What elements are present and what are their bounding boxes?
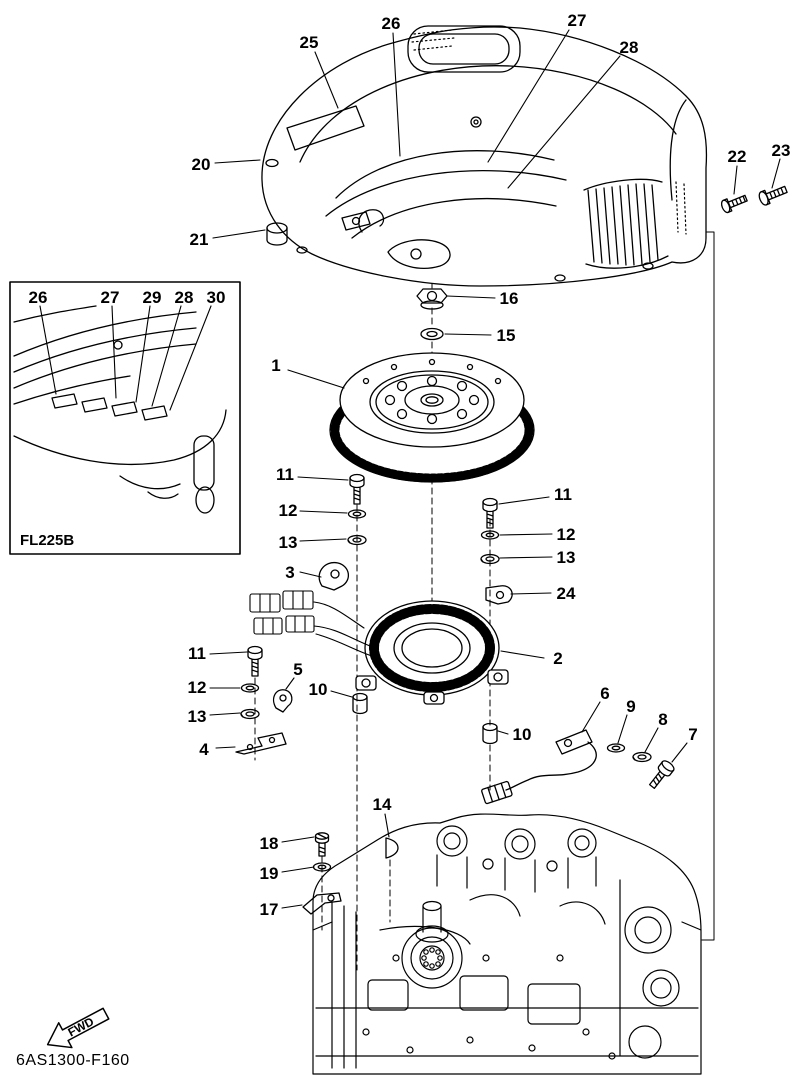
callout-12-midright: 12 <box>557 525 576 544</box>
callout-23: 23 <box>772 141 791 160</box>
callout-14: 14 <box>373 795 392 814</box>
bolt-7 <box>645 758 677 792</box>
stator-connectors <box>249 590 373 657</box>
callout-11-midright: 11 <box>554 485 572 504</box>
callout-6: 6 <box>600 684 609 703</box>
callout-27-top: 27 <box>568 11 587 30</box>
cover-handle-recess <box>407 25 521 73</box>
callout-5: 5 <box>293 660 302 679</box>
collar-10-left <box>352 692 368 715</box>
callout-28-top: 28 <box>620 38 639 57</box>
bracket-4 <box>235 732 287 755</box>
nut-16 <box>416 288 448 310</box>
callout-9: 9 <box>626 697 635 716</box>
collar-10-right <box>482 722 498 745</box>
callout-1: 1 <box>271 356 280 375</box>
fwd-arrow: FWD <box>46 1007 110 1049</box>
cover-vents <box>583 178 669 269</box>
callout-17: 17 <box>260 900 279 919</box>
clamp-24 <box>485 585 513 605</box>
callout-12-lower: 12 <box>188 678 207 697</box>
cover-latch <box>387 239 451 269</box>
leader-lines <box>39 29 781 909</box>
callout-18: 18 <box>260 834 279 853</box>
callout-28-inset: 28 <box>175 288 194 307</box>
bolt-11-right <box>482 497 498 529</box>
callout-labels: 25 26 27 28 20 22 23 21 16 15 1 26 27 29… <box>16 11 790 1069</box>
callout-15: 15 <box>497 326 516 345</box>
callout-7: 7 <box>688 725 697 744</box>
flywheel-rotor <box>329 352 535 483</box>
bolt-11-left <box>349 473 365 505</box>
clamp-3 <box>318 561 349 591</box>
cover-label-patch <box>286 105 365 151</box>
callout-20: 20 <box>192 155 211 174</box>
callout-25: 25 <box>300 33 319 52</box>
bolt-23 <box>758 185 788 206</box>
callout-13-midright: 13 <box>557 548 576 567</box>
figure-code: 6AS1300-F160 <box>16 1052 130 1069</box>
bracket-line <box>701 231 715 941</box>
clamp-5 <box>272 689 293 713</box>
callout-11-midleft: 11 <box>276 465 294 484</box>
callout-11-lower: 11 <box>188 644 206 663</box>
washer-13-lower <box>240 708 260 720</box>
callout-8: 8 <box>658 710 667 729</box>
callout-12-midleft: 12 <box>279 501 298 520</box>
washer-9 <box>606 743 626 753</box>
callout-26-inset: 26 <box>29 288 48 307</box>
washer-15 <box>420 327 444 341</box>
callout-21: 21 <box>190 230 209 249</box>
inset-box <box>9 281 241 555</box>
grommet-21 <box>266 222 288 246</box>
bolt-11-lower <box>247 645 263 677</box>
assembly-axes <box>254 231 715 971</box>
callout-13-lower: 13 <box>188 707 207 726</box>
sensor-6 <box>481 729 597 805</box>
callout-16: 16 <box>500 289 519 308</box>
callout-24: 24 <box>557 584 576 603</box>
callout-22: 22 <box>728 147 747 166</box>
key-14 <box>385 837 399 859</box>
engine-cover <box>261 25 708 287</box>
callout-10-left: 10 <box>309 680 328 699</box>
callout-27-inset: 27 <box>101 288 120 307</box>
callout-3: 3 <box>285 563 294 582</box>
callout-30-inset: 30 <box>207 288 226 307</box>
callout-10-right: 10 <box>513 725 532 744</box>
callout-2: 2 <box>553 649 562 668</box>
callout-29-inset: 29 <box>143 288 162 307</box>
stator <box>355 600 509 705</box>
callout-19: 19 <box>260 864 279 883</box>
bracket-17 <box>302 892 342 915</box>
washer-8 <box>632 751 652 763</box>
bolt-22 <box>720 194 748 214</box>
washer-12-lower <box>240 683 260 693</box>
callout-26-top: 26 <box>382 14 401 33</box>
inset-model-label: FL225B <box>20 532 74 549</box>
callout-13-midleft: 13 <box>279 533 298 552</box>
engine-block <box>312 813 702 1075</box>
callout-4: 4 <box>199 740 209 759</box>
screw-18 <box>314 832 330 857</box>
